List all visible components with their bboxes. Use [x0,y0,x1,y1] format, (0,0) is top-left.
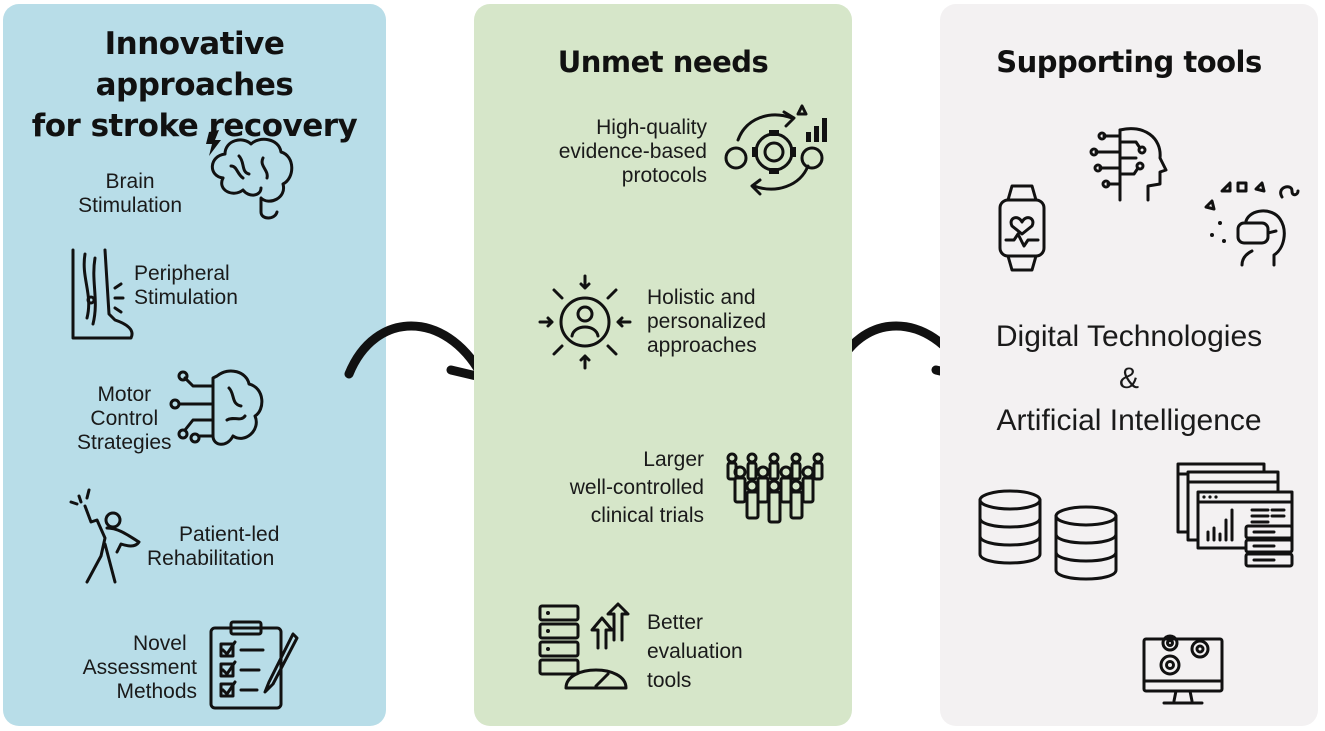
innovative-title: Innovative approaches for stroke recover… [31,26,358,144]
clipboard-checklist-icon [209,620,299,710]
supporting-tools-panel: Supporting tools Digital Technologies & … [940,4,1318,726]
better-evaluation-label: Better evaluation tools [647,611,743,692]
peripheral-stimulation-label: Peripheral Stimulation [134,262,238,309]
digital-technologies-text: Digital Technologies [995,320,1263,353]
arrow-to-unmet-needs [344,321,492,383]
dashboard-icon [1176,462,1294,568]
gears-cycle-icon [724,104,827,196]
supporting-tools-title: Supporting tools [996,45,1262,79]
motor-control-label: Motor Control Strategies [77,383,172,454]
brain-stimulation-icon [206,130,294,220]
ai-head-icon [1089,127,1168,202]
innovative-approaches-panel: Innovative approaches for stroke recover… [3,4,386,726]
unmet-needs-title: Unmet needs [557,45,769,79]
hero-figure-icon [69,488,141,584]
patient-led-label: Patient-led Rehabilitation [147,523,280,570]
person-target-icon [538,274,632,370]
leg-nerves-icon [71,248,134,340]
database-icon [978,489,1118,581]
ampersand-text: & [1118,362,1139,395]
holistic-label: Holistic and personalized approaches [647,286,767,357]
gauge-server-icon [538,602,630,690]
unmet-needs-panel: Unmet needs High-quality evidence-based … [474,4,852,726]
brain-stimulation-label: Brain Stimulation [78,170,182,217]
vr-headset-icon [1204,181,1300,267]
crowd-icon [726,452,824,524]
high-quality-label: High-quality evidence-based protocols [558,116,707,187]
circuit-brain-icon [169,369,264,446]
smartwatch-icon [998,184,1046,272]
artificial-intelligence-text: Artificial Intelligence [996,404,1262,437]
novel-assessment-label: Novel Assessment Methods [82,632,197,703]
larger-trials-label: Larger well-controlled clinical trials [569,448,704,527]
computer-gears-icon [1142,634,1224,705]
